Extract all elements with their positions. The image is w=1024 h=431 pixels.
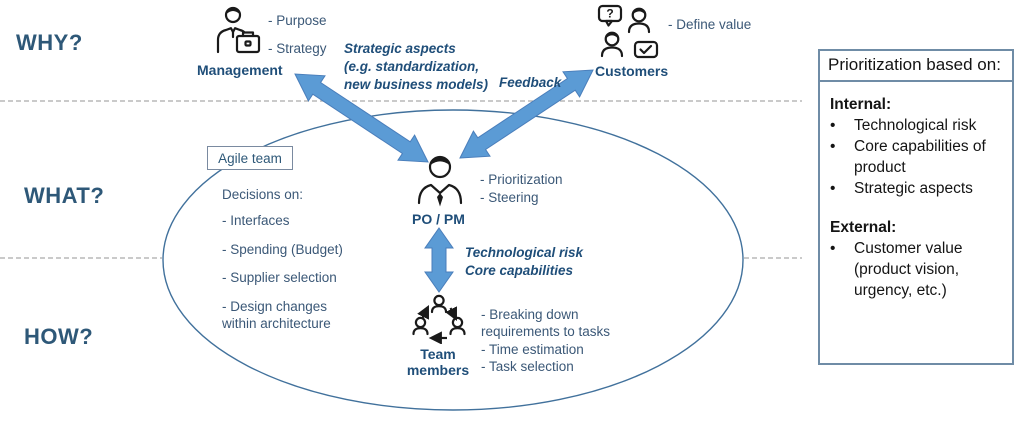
- agile-team-box: Agile team: [207, 146, 293, 170]
- prioritization-panel: Prioritization based on: Internal: • Tec…: [818, 49, 1014, 365]
- po-pm-icon: [417, 155, 463, 207]
- team-item-task-selection: - Task selection: [481, 359, 574, 374]
- customers-popm-arrow: [459, 69, 594, 159]
- po-pm-item-steering: - Steering: [480, 190, 539, 205]
- external-heading: External:: [830, 219, 897, 236]
- team-item-time-estimation: - Time estimation: [481, 342, 584, 357]
- bullet-glyph: •: [830, 180, 836, 197]
- po-pm-label: PO / PM: [412, 211, 465, 227]
- team-members-label: Team members: [406, 346, 470, 378]
- internal-heading: Internal:: [830, 96, 892, 113]
- agile-team-ellipse: [162, 109, 744, 411]
- prioritization-panel-title: Prioritization based on:: [820, 51, 1012, 82]
- decision-item-design-changes: - Design changes within architecture: [222, 299, 331, 331]
- team-arrow-label: Technological risk Core capabilities: [465, 245, 584, 278]
- internal-item-strategic-aspects: • Strategic aspects: [830, 180, 973, 197]
- management-icon: [216, 6, 261, 54]
- customers-label: Customers: [595, 63, 669, 79]
- question-mark-glyph: ?: [606, 7, 613, 21]
- bullet-glyph: •: [830, 117, 836, 134]
- po-pm-item-prioritization: - Prioritization: [480, 172, 563, 187]
- bullet-glyph: •: [830, 138, 836, 155]
- level-label-why: WHY?: [16, 30, 83, 55]
- decision-item-supplier: - Supplier selection: [222, 270, 337, 285]
- customers-arrow-label: Feedback: [499, 75, 562, 90]
- level-label-what: WHAT?: [24, 183, 105, 208]
- management-item-strategy: - Strategy: [268, 41, 327, 56]
- bullet-glyph: •: [830, 240, 836, 257]
- popm-team-arrow: [424, 227, 454, 293]
- decision-item-spending: - Spending (Budget): [222, 242, 343, 257]
- internal-item-technological-risk: • Technological risk: [830, 117, 977, 134]
- decision-item-interfaces: - Interfaces: [222, 213, 290, 228]
- customers-icon: ?: [597, 4, 659, 59]
- management-arrow-label: Strategic aspects (e.g. standardization,…: [344, 41, 489, 92]
- level-label-how: HOW?: [24, 324, 94, 349]
- prioritization-panel-content: Internal: • Technological risk • Core ca…: [820, 82, 1012, 301]
- management-label: Management: [197, 62, 283, 78]
- management-item-purpose: - Purpose: [268, 13, 327, 28]
- team-members-icon: [412, 294, 466, 344]
- decisions-heading: Decisions on:: [222, 187, 304, 202]
- customers-item-define-value: - Define value: [668, 17, 752, 32]
- team-item-breaking-down: - Breaking down requirements to tasks: [481, 307, 611, 339]
- management-popm-arrow: [294, 73, 429, 163]
- external-item-customer-value: • Customer value (product vision, urgenc…: [830, 240, 963, 299]
- internal-item-core-capabilities: • Core capabilities of product: [830, 138, 986, 176]
